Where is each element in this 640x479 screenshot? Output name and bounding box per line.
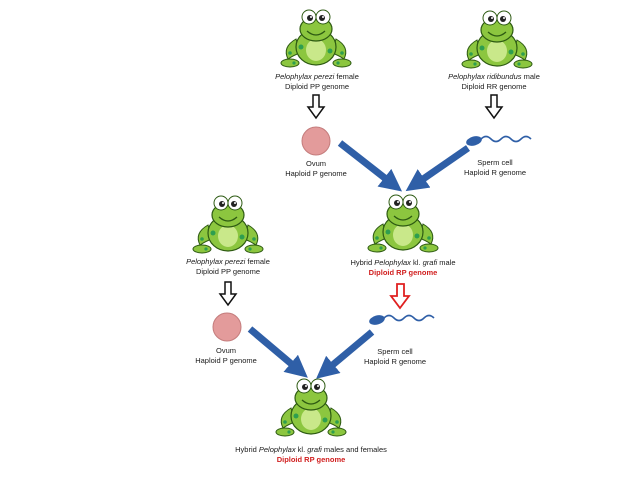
- hybrid-prefix: Hybrid: [235, 445, 259, 454]
- genome-label-red: Diploid RP genome: [276, 455, 346, 464]
- genome-label: Diploid RR genome: [461, 82, 527, 91]
- genome-label: Haploid R genome: [363, 357, 427, 366]
- label-sperm-top: Sperm cell Haploid R genome: [464, 158, 526, 178]
- epithet-name: grafi: [422, 258, 438, 267]
- arrow-ovum-to-hybrid: [337, 140, 403, 192]
- frog-hybrid-male: [367, 194, 439, 253]
- arrow-down-female-top: [306, 94, 326, 120]
- sperm-bottom: [369, 314, 435, 325]
- species-name: Pelophylax perezi: [186, 257, 246, 266]
- sex-label: males and females: [321, 445, 387, 454]
- arrow-ovum-to-offspring: [247, 326, 308, 378]
- label-perezi-female-bottom: Pelophylax perezi female Diploid PP geno…: [186, 257, 270, 277]
- sex-label: female: [334, 72, 359, 81]
- frog-perezi-female-bottom: [192, 195, 264, 254]
- genome-label: Haploid R genome: [463, 168, 527, 177]
- label-ovum-top: Ovum Haploid P genome: [285, 159, 347, 179]
- species-name: Pelophylax ridibundus: [448, 72, 522, 81]
- species-name: Pelophylax perezi: [275, 72, 335, 81]
- arrow-down-female-bottom: [218, 281, 238, 307]
- frog-ridibundus-male: [461, 10, 533, 69]
- label-perezi-female-top: Pelophylax perezi female Diploid PP geno…: [275, 72, 359, 92]
- gamete-name: Sperm cell: [477, 158, 513, 167]
- sex-label: female: [245, 257, 270, 266]
- arrow-down-male-top: [484, 94, 504, 120]
- label-ovum-bottom: Ovum Haploid P genome: [195, 346, 257, 366]
- frog-perezi-female-top: [280, 9, 352, 68]
- kl-text: kl.: [410, 258, 423, 267]
- genome-label: Diploid PP genome: [284, 82, 350, 91]
- arrow-sperm-to-offspring: [316, 329, 375, 379]
- ovum-top: [301, 126, 331, 156]
- sex-label: male: [521, 72, 540, 81]
- genus-name: Pelophylax: [374, 258, 411, 267]
- frog-hybrid-offspring: [275, 378, 347, 437]
- genus-name: Pelophylax: [258, 445, 296, 454]
- label-hybrid-male: Hybrid Pelophylax kl. grafi male Diploid…: [350, 258, 455, 278]
- sperm-top: [466, 135, 532, 146]
- arrow-sperm-to-hybrid: [405, 145, 470, 192]
- gamete-name: Sperm cell: [377, 347, 413, 356]
- hybrid-prefix: Hybrid: [350, 258, 375, 267]
- genome-label: Haploid P genome: [285, 169, 347, 178]
- genome-label-red: Diploid RP genome: [368, 268, 438, 277]
- gamete-name: Ovum: [305, 159, 327, 168]
- label-hybrid-offspring: Hybrid Pelophylax kl. grafi males and fe…: [235, 445, 387, 465]
- label-ridibundus-male: Pelophylax ridibundus male Diploid RR ge…: [448, 72, 540, 92]
- arrow-down-hybrid-red: [389, 283, 411, 310]
- kl-text: kl.: [295, 445, 308, 454]
- ovum-bottom: [212, 312, 242, 342]
- sex-label: male: [437, 258, 456, 267]
- label-sperm-bottom: Sperm cell Haploid R genome: [364, 347, 426, 367]
- genome-label: Haploid P genome: [195, 356, 257, 365]
- genome-label: Diploid PP genome: [195, 267, 261, 276]
- gamete-name: Ovum: [215, 346, 237, 355]
- epithet-name: grafi: [307, 445, 322, 454]
